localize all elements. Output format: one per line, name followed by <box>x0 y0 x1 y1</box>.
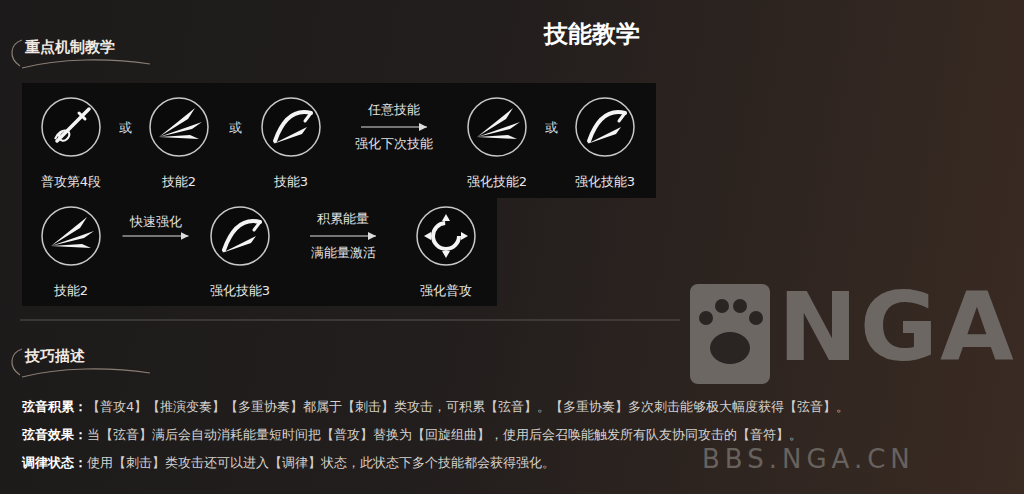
icon-ring <box>468 98 526 156</box>
skill-node: 强化技能3 <box>205 205 275 299</box>
skill-node: 普攻第4段 <box>36 96 106 190</box>
icon-glyph <box>159 108 202 139</box>
skill-icon <box>574 96 636 158</box>
icon-ring <box>211 207 269 265</box>
section-heading: 技巧描述 <box>25 347 85 366</box>
arrow-label: 快速强化 <box>130 214 182 230</box>
paw-toe <box>749 311 763 325</box>
or-word: 或 <box>229 119 242 137</box>
term-name: 弦音积累： <box>22 398 87 416</box>
term-text: 当【弦音】满后会自动消耗能量短时间把【普攻】替换为【回旋组曲】，使用后会召唤能触… <box>87 426 802 444</box>
or-word: 或 <box>545 119 558 137</box>
skill-node: 技能2 <box>36 205 106 299</box>
skill-icon <box>466 96 528 158</box>
icon-glyph <box>222 221 260 253</box>
skill-caption: 强化普攻 <box>411 283 481 299</box>
flow-arrow <box>123 235 189 236</box>
skill-caption: 普攻第4段 <box>36 174 106 190</box>
flow-arrow <box>361 126 427 127</box>
skill-icon <box>209 205 271 267</box>
icon-glyph <box>424 214 468 258</box>
skill-icon <box>415 205 477 267</box>
skill-caption: 技能3 <box>256 174 326 190</box>
page-title: 技能教学 <box>544 18 640 50</box>
term-name: 弦音效果： <box>22 426 87 444</box>
skill-caption: 强化技能2 <box>462 174 532 190</box>
separator-line <box>20 320 680 321</box>
icon-ring <box>150 98 208 156</box>
icon-ring <box>42 207 100 265</box>
skill-node: 强化技能3 <box>570 96 640 190</box>
watermark-logo <box>690 284 770 384</box>
icon-glyph <box>51 217 94 248</box>
term-text: 【普攻4】【推演变奏】【多重协奏】都属于【刺击】类攻击，可积累【弦音】。【多重协… <box>87 398 849 416</box>
arrow-label: 任意技能 强化下次技能 <box>355 93 433 161</box>
paw-toe <box>699 311 713 325</box>
icon-ring <box>417 207 475 265</box>
icon-panel <box>22 83 656 306</box>
skill-icon <box>40 96 102 158</box>
paw-toe <box>715 299 729 313</box>
skill-icon <box>260 96 322 158</box>
or-word: 或 <box>119 119 132 137</box>
watermark-url: BBS.NGA.CN <box>702 446 915 472</box>
icon-glyph <box>273 112 311 144</box>
skill-caption: 强化技能3 <box>205 283 275 299</box>
skill-caption: 技能2 <box>144 174 214 190</box>
term-name: 调律状态： <box>22 454 87 472</box>
icon-glyph <box>477 108 520 139</box>
skill-caption: 技能2 <box>36 283 106 299</box>
icon-glyph <box>587 112 625 144</box>
term-text: 使用【刺击】类攻击还可以进入【调律】状态，此状态下多个技能都会获得强化。 <box>87 454 555 472</box>
skill-icon <box>148 96 210 158</box>
paw-toe <box>733 299 747 313</box>
arrow-label: 积累能量 满能量激活 <box>311 202 376 270</box>
flow-arrow <box>310 235 376 236</box>
skill-node: 技能3 <box>256 96 326 190</box>
watermark: NGA <box>778 280 1016 375</box>
logo-tile <box>690 284 770 384</box>
paw-pad <box>710 332 750 364</box>
icon-glyph <box>55 109 89 141</box>
skill-caption: 强化技能3 <box>570 174 640 190</box>
skill-node: 强化普攻 <box>411 205 481 299</box>
skill-icon <box>40 205 102 267</box>
icon-ring <box>262 98 320 156</box>
icon-ring <box>42 98 100 156</box>
skill-node: 强化技能2 <box>462 96 532 190</box>
icon-ring <box>576 98 634 156</box>
skill-node: 技能2 <box>144 96 214 190</box>
section-heading: 重点机制教学 <box>25 38 115 57</box>
